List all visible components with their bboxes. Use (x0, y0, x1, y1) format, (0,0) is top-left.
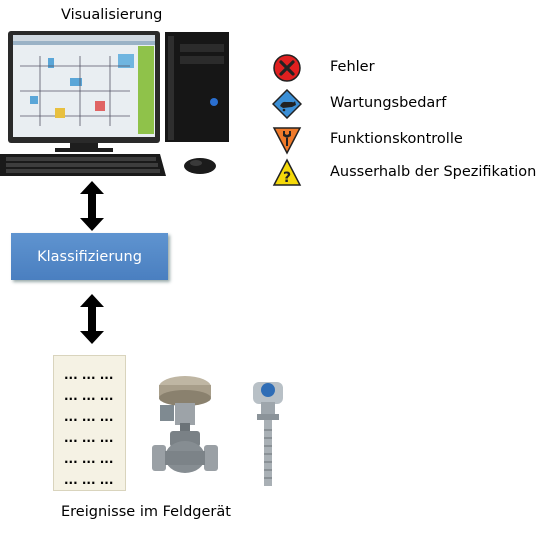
double-arrow-icon (80, 294, 104, 344)
visualization-title: Visualisierung (61, 7, 163, 23)
error-icon (273, 54, 301, 82)
svg-text:?: ? (283, 170, 291, 186)
list-item: ... ... ... (64, 368, 114, 382)
classification-label: Klassifizierung (37, 248, 142, 265)
list-item: ... ... ... (64, 452, 114, 466)
events-caption: Ereignisse im Feldgerät (61, 504, 231, 520)
legend-item-out-of-spec: ? Ausserhalb der Spezifikation (272, 158, 536, 186)
out-of-spec-icon: ? (272, 158, 302, 186)
computer-workstation-image (0, 31, 229, 176)
legend-item-maintenance: Wartungsbedarf (271, 88, 446, 120)
control-valve-image (152, 376, 218, 473)
list-item: ... ... ... (64, 431, 114, 445)
maintenance-icon (271, 88, 303, 120)
classification-box: Klassifizierung (11, 233, 168, 280)
double-arrow-icon (80, 181, 104, 231)
legend-item-error: Fehler (272, 53, 375, 82)
list-item: ... ... ... (64, 473, 114, 487)
event-list: ... ... ... ... ... ... ... ... ... ... … (53, 355, 126, 491)
legend-item-function-check: Funktionskontrolle (272, 125, 463, 155)
function-check-icon (272, 127, 302, 155)
list-item: ... ... ... (64, 410, 114, 424)
level-sensor-image (253, 382, 283, 486)
list-item: ... ... ... (64, 389, 114, 403)
